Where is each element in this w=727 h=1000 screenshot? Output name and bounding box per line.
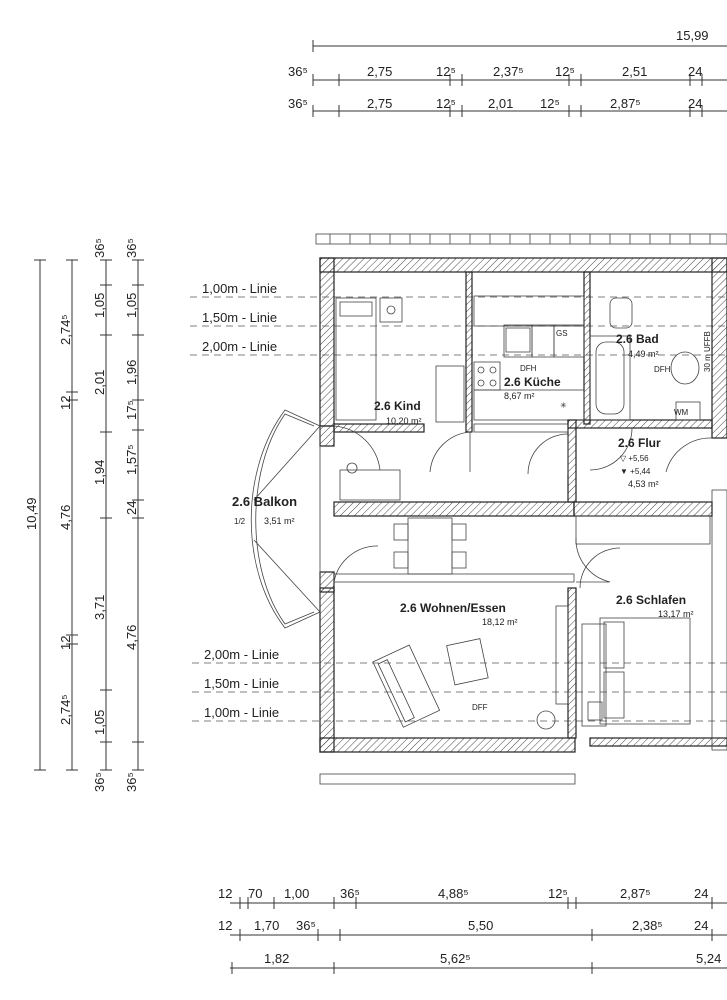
dim-top2-f: 2,87⁵ <box>610 96 641 111</box>
dim-top1-d: 2,37⁵ <box>493 64 524 79</box>
room-schlafen-name: 2.6 Schlafen <box>616 593 686 607</box>
room-flur-area: 4,53 m² <box>628 479 659 489</box>
dim-top1-b: 2,75 <box>367 64 392 79</box>
dim-l3-f: 1,05 <box>92 710 107 735</box>
dim-total-width: 15,99 <box>676 28 709 43</box>
room-bad-name: 2.6 Bad <box>616 332 659 346</box>
room-kueche-name: 2.6 Küche <box>504 375 561 389</box>
dim-top2-d: 2,01 <box>488 96 513 111</box>
dim-bot2-f: 24 <box>694 918 708 933</box>
height-line-label: 2,00m - Linie <box>204 647 279 662</box>
dim-l3-a: 36⁵ <box>92 238 107 258</box>
flur-level-1: ▽ +5,56 <box>620 454 649 463</box>
dim-l2-e: 2,74⁵ <box>58 694 73 725</box>
dim-bot2-c: 36⁵ <box>296 918 316 933</box>
dim-l3-c: 2,01 <box>92 370 107 395</box>
dim-bot3-b: 5,62⁵ <box>440 951 471 966</box>
dim-bot2-b: 1,70 <box>254 918 279 933</box>
dim-bot1-h: 24 <box>694 886 708 901</box>
dim-bot3-a: 1,82 <box>264 951 289 966</box>
height-line-label: 1,50m - Linie <box>204 676 279 691</box>
dff-label: DFF <box>472 703 488 712</box>
dim-bot3-c: 5,24 <box>696 951 721 966</box>
dim-top1-c: 12⁵ <box>436 64 456 79</box>
room-labels: 2.6 Kind 10,20 m² 2.6 Küche 8,67 m² DFH … <box>232 329 712 712</box>
dim-top2-b: 2,75 <box>367 96 392 111</box>
room-kind-name: 2.6 Kind <box>374 399 421 413</box>
dim-l3-e: 3,71 <box>92 595 107 620</box>
dim-l3-g: 36⁵ <box>92 772 107 792</box>
balkon-fraction: 1/2 <box>234 517 246 526</box>
dim-top2-c: 12⁵ <box>436 96 456 111</box>
dim-top2-g: 24 <box>688 96 702 111</box>
dim-l4-f: 24 <box>124 501 139 515</box>
dim-l2-a: 2,74⁵ <box>58 314 73 345</box>
dim-l2-c: 4,76 <box>58 505 73 530</box>
dim-bot2-d: 5,50 <box>468 918 493 933</box>
room-wohnen-area: 18,12 m² <box>482 617 518 627</box>
room-schlafen-area: 13,17 m² <box>658 609 694 619</box>
bad-side-label: 30 m UFFB <box>703 331 712 372</box>
dim-bot1-g: 2,87⁵ <box>620 886 651 901</box>
dfh-bad-label: DFH <box>654 365 671 374</box>
dim-l4-g: 4,76 <box>124 625 139 650</box>
dim-bot1-e: 4,88⁵ <box>438 886 469 901</box>
room-flur-name: 2.6 Flur <box>618 436 661 450</box>
dim-l4-a: 36⁵ <box>124 238 139 258</box>
dfh-kueche-label: DFH <box>520 364 537 373</box>
dim-l4-d: 17⁵ <box>124 400 139 420</box>
room-kueche-area: 8,67 m² <box>504 391 535 401</box>
dim-top1-e: 12⁵ <box>555 64 575 79</box>
height-line-label: 1,50m - Linie <box>202 310 277 325</box>
dim-l2-d: 12 <box>58 636 73 650</box>
wm-label: WM <box>674 408 689 417</box>
dim-bot2-a: 12 <box>218 918 232 933</box>
height-line-label: 2,00m - Linie <box>202 339 277 354</box>
balcony <box>250 409 321 629</box>
furniture: ✳ <box>335 295 711 730</box>
dim-bot1-a: 12 <box>218 886 232 901</box>
height-line-label: 1,00m - Linie <box>204 705 279 720</box>
doors <box>333 425 713 589</box>
dim-top2-e: 12⁵ <box>540 96 560 111</box>
gs-label: GS <box>556 329 568 338</box>
dim-l3-b: 1,05 <box>92 293 107 318</box>
room-wohnen-name: 2.6 Wohnen/Essen <box>400 601 506 615</box>
bottom-dimensions: 12 70 1,00 36⁵ 4,88⁵ 12⁵ 2,87⁵ 24 12 1,7… <box>218 886 727 974</box>
dim-bot1-b: 70 <box>248 886 262 901</box>
dim-l2-b: 12 <box>58 396 73 410</box>
room-balkon-area: 3,51 m² <box>264 516 295 526</box>
dim-l4-h: 36⁵ <box>124 772 139 792</box>
dim-top2-a: 36⁵ <box>288 96 308 111</box>
flur-level-2: ▼ +5,44 <box>620 467 651 476</box>
height-lines: 1,00m - Linie 1,50m - Linie 2,00m - Lini… <box>190 281 727 722</box>
dim-l4-b: 1,05 <box>124 293 139 318</box>
dim-top1-g: 24 <box>688 64 702 79</box>
dim-top1-f: 2,51 <box>622 64 647 79</box>
dim-bot1-d: 36⁵ <box>340 886 360 901</box>
walls <box>315 233 727 785</box>
dim-bot1-c: 1,00 <box>284 886 309 901</box>
dim-l4-e: 1,57⁵ <box>124 444 139 475</box>
dim-l3-d: 1,94 <box>92 460 107 485</box>
dim-total-height: 10,49 <box>24 497 39 530</box>
height-line-label: 1,00m - Linie <box>202 281 277 296</box>
dim-bot2-e: 2,38⁵ <box>632 918 663 933</box>
dim-bot1-f: 12⁵ <box>548 886 568 901</box>
left-dimensions: 10,49 2,74⁵ 12 4,76 12 2,74⁵ 36⁵ 1,05 2,… <box>24 238 144 792</box>
top-dimensions: 15,99 36⁵ 2,75 12⁵ 2,37⁵ 12⁵ 2,51 24 36⁵… <box>288 28 727 117</box>
dim-l4-c: 1,96 <box>124 360 139 385</box>
dim-top1-a: 36⁵ <box>288 64 308 79</box>
room-balkon-name: 2.6 Balkon <box>232 494 297 509</box>
svg-text:✳: ✳ <box>560 401 567 410</box>
room-kind-area: 10,20 m² <box>386 416 422 426</box>
room-bad-area: 4,49 m² <box>628 349 659 359</box>
